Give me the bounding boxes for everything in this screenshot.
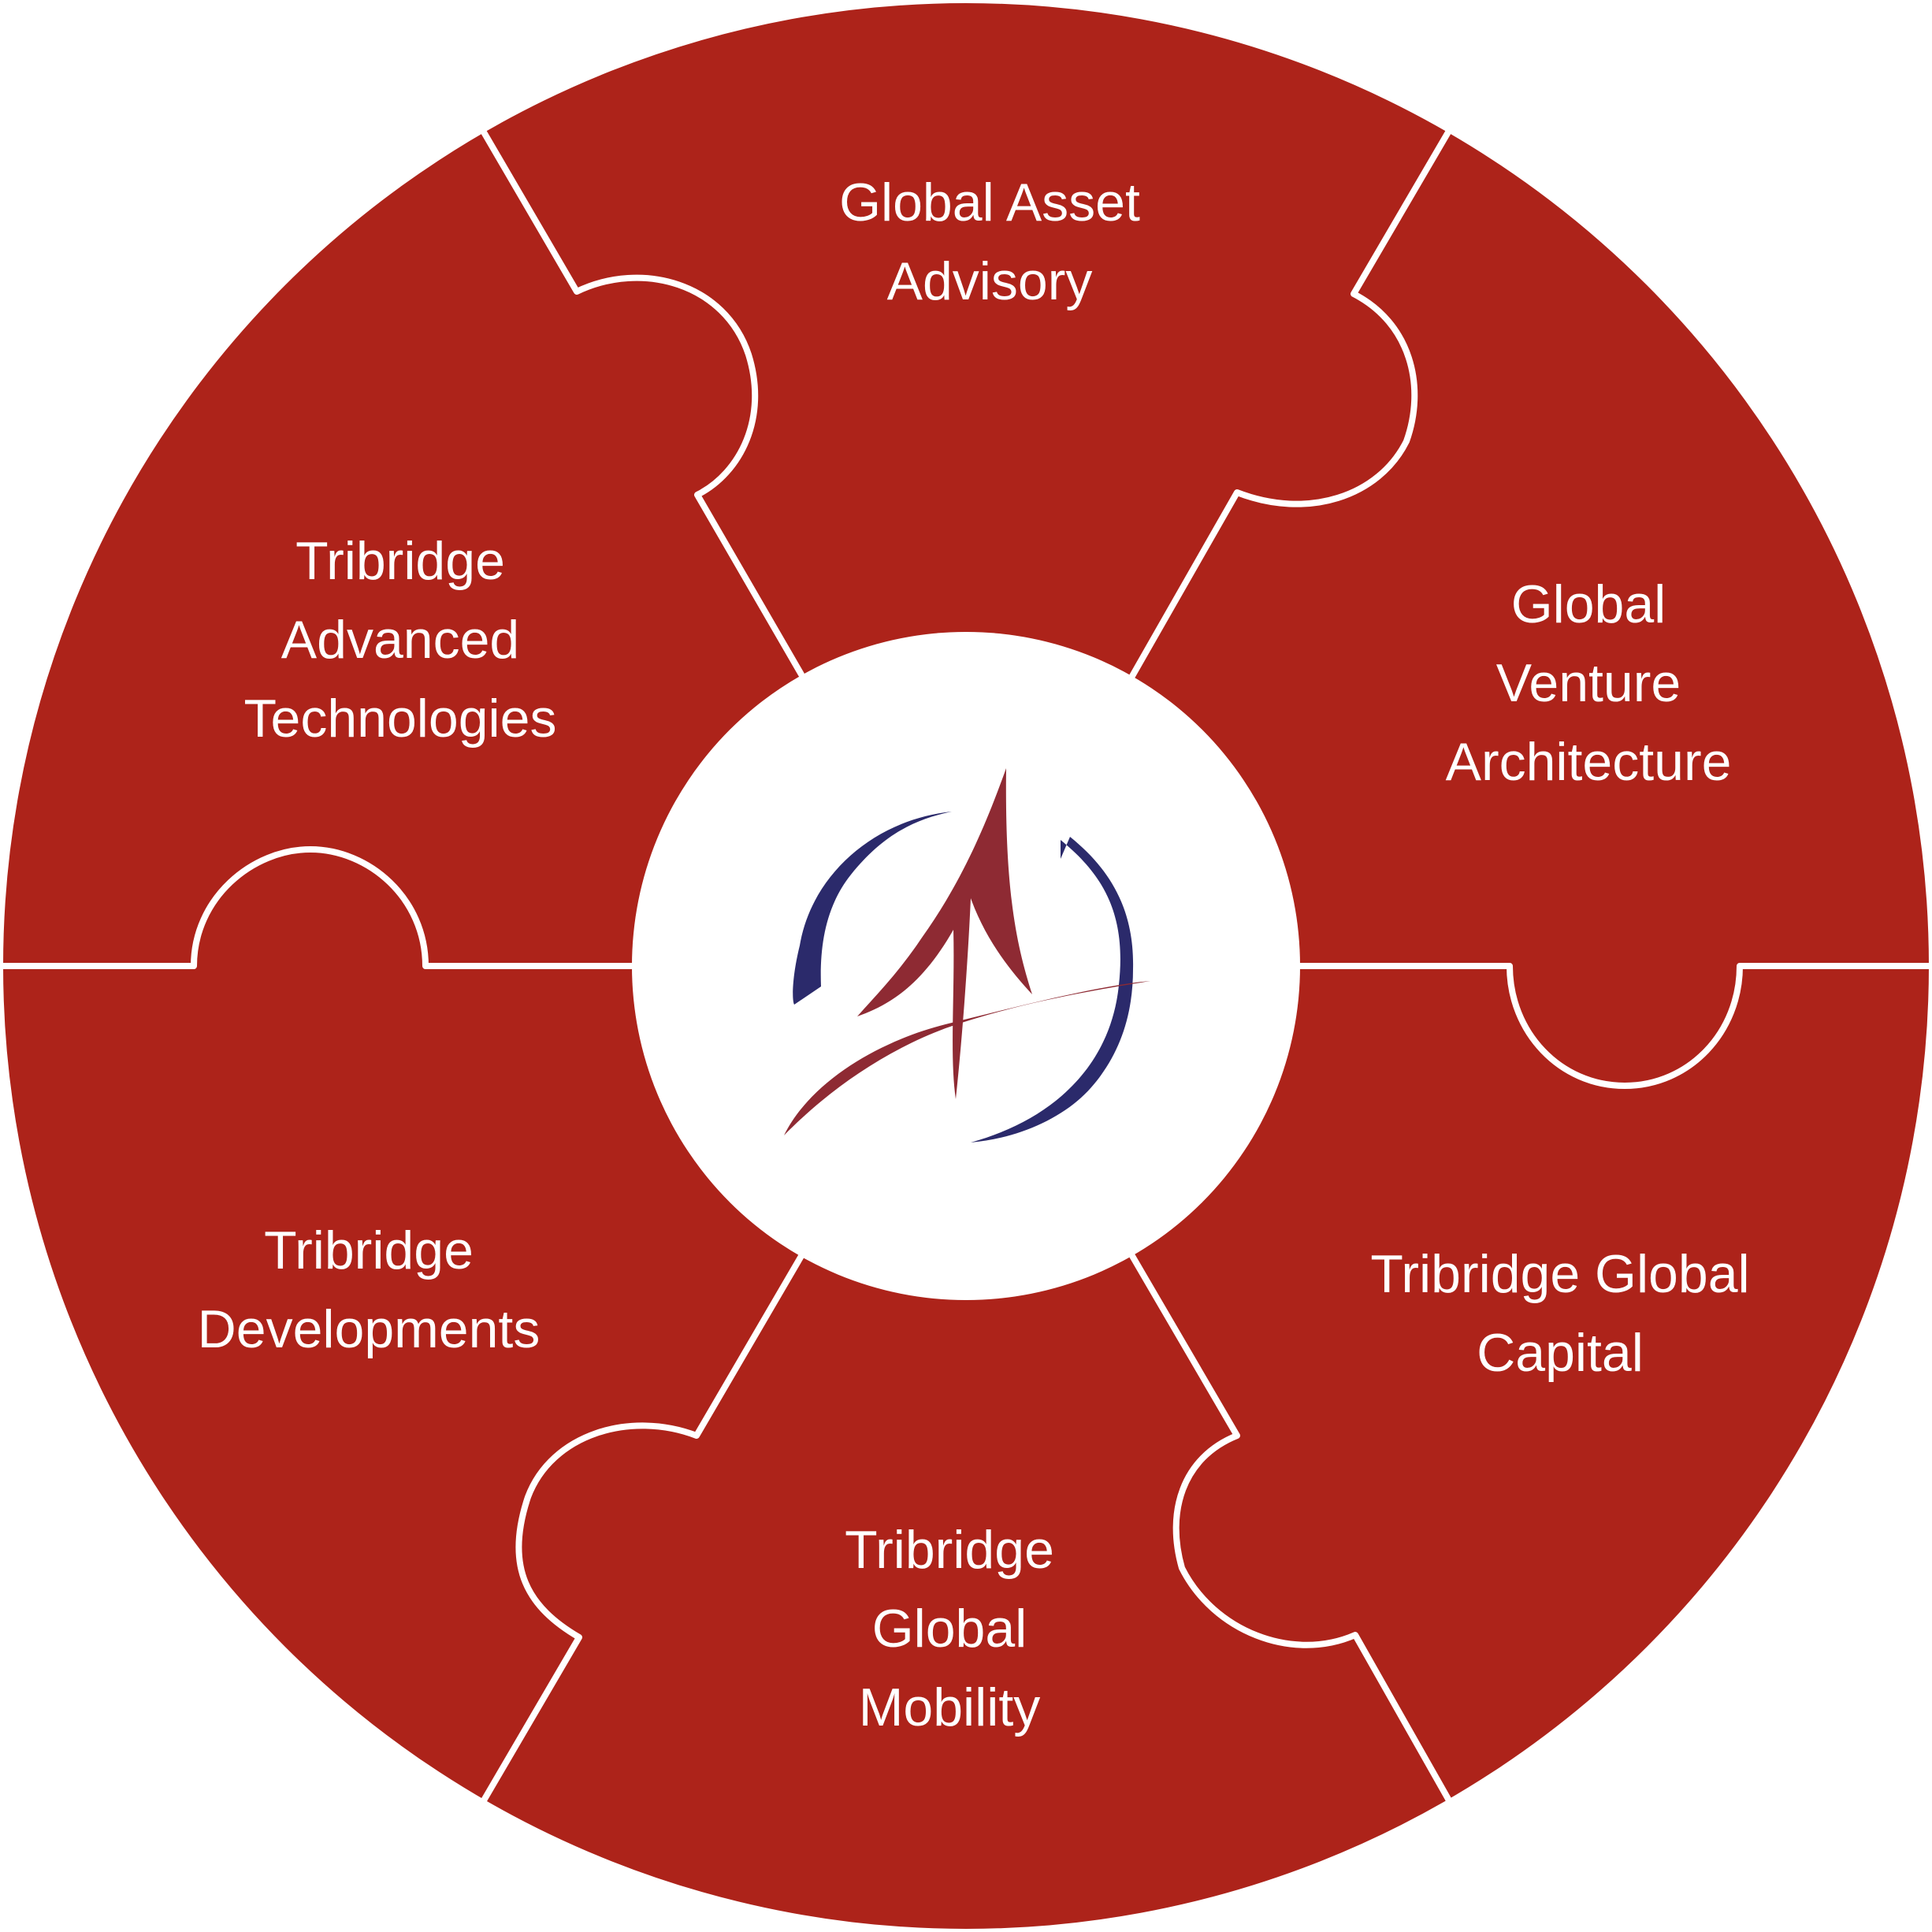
segment-label-line: Tribridge: [264, 1221, 474, 1280]
segment-label-line: Global: [872, 1599, 1027, 1659]
divider-right: [1297, 963, 1932, 1089]
divider-bottom-left: [481, 1253, 804, 1804]
segment-label-line: Capital: [1477, 1323, 1644, 1383]
segment-label-line: Advanced: [281, 610, 519, 670]
segment-label-line: Technologies: [244, 689, 557, 749]
segment-label-line: Tribridge: [295, 531, 505, 591]
tribridge-logo-icon: [784, 768, 1150, 1142]
divider-left: [0, 846, 635, 969]
segment-label-line: Architecture: [1446, 732, 1732, 792]
segment-label-line: Advisory: [887, 251, 1093, 311]
segment-label-line: Tribridge: [845, 1520, 1054, 1580]
segment-label-line: Developments: [198, 1299, 541, 1359]
divider-bottom-right: [1129, 1253, 1452, 1804]
segment-label-line: Tribridge Global: [1370, 1244, 1749, 1304]
segment-label-line: Venture: [1496, 653, 1681, 713]
divider-top-left: [480, 128, 804, 678]
segment-label-line: Global: [1511, 574, 1666, 634]
segment-label-line: Mobility: [859, 1677, 1041, 1737]
logo-navy-right-arc: [971, 837, 1134, 1142]
segment-label-line: Global Asset: [839, 173, 1140, 232]
divider-top-right: [1129, 128, 1452, 679]
logo-crimson-arrow: [857, 768, 1032, 1099]
logo-navy-left-arc: [793, 812, 952, 1005]
puzzle-dividers: [0, 128, 1932, 1804]
